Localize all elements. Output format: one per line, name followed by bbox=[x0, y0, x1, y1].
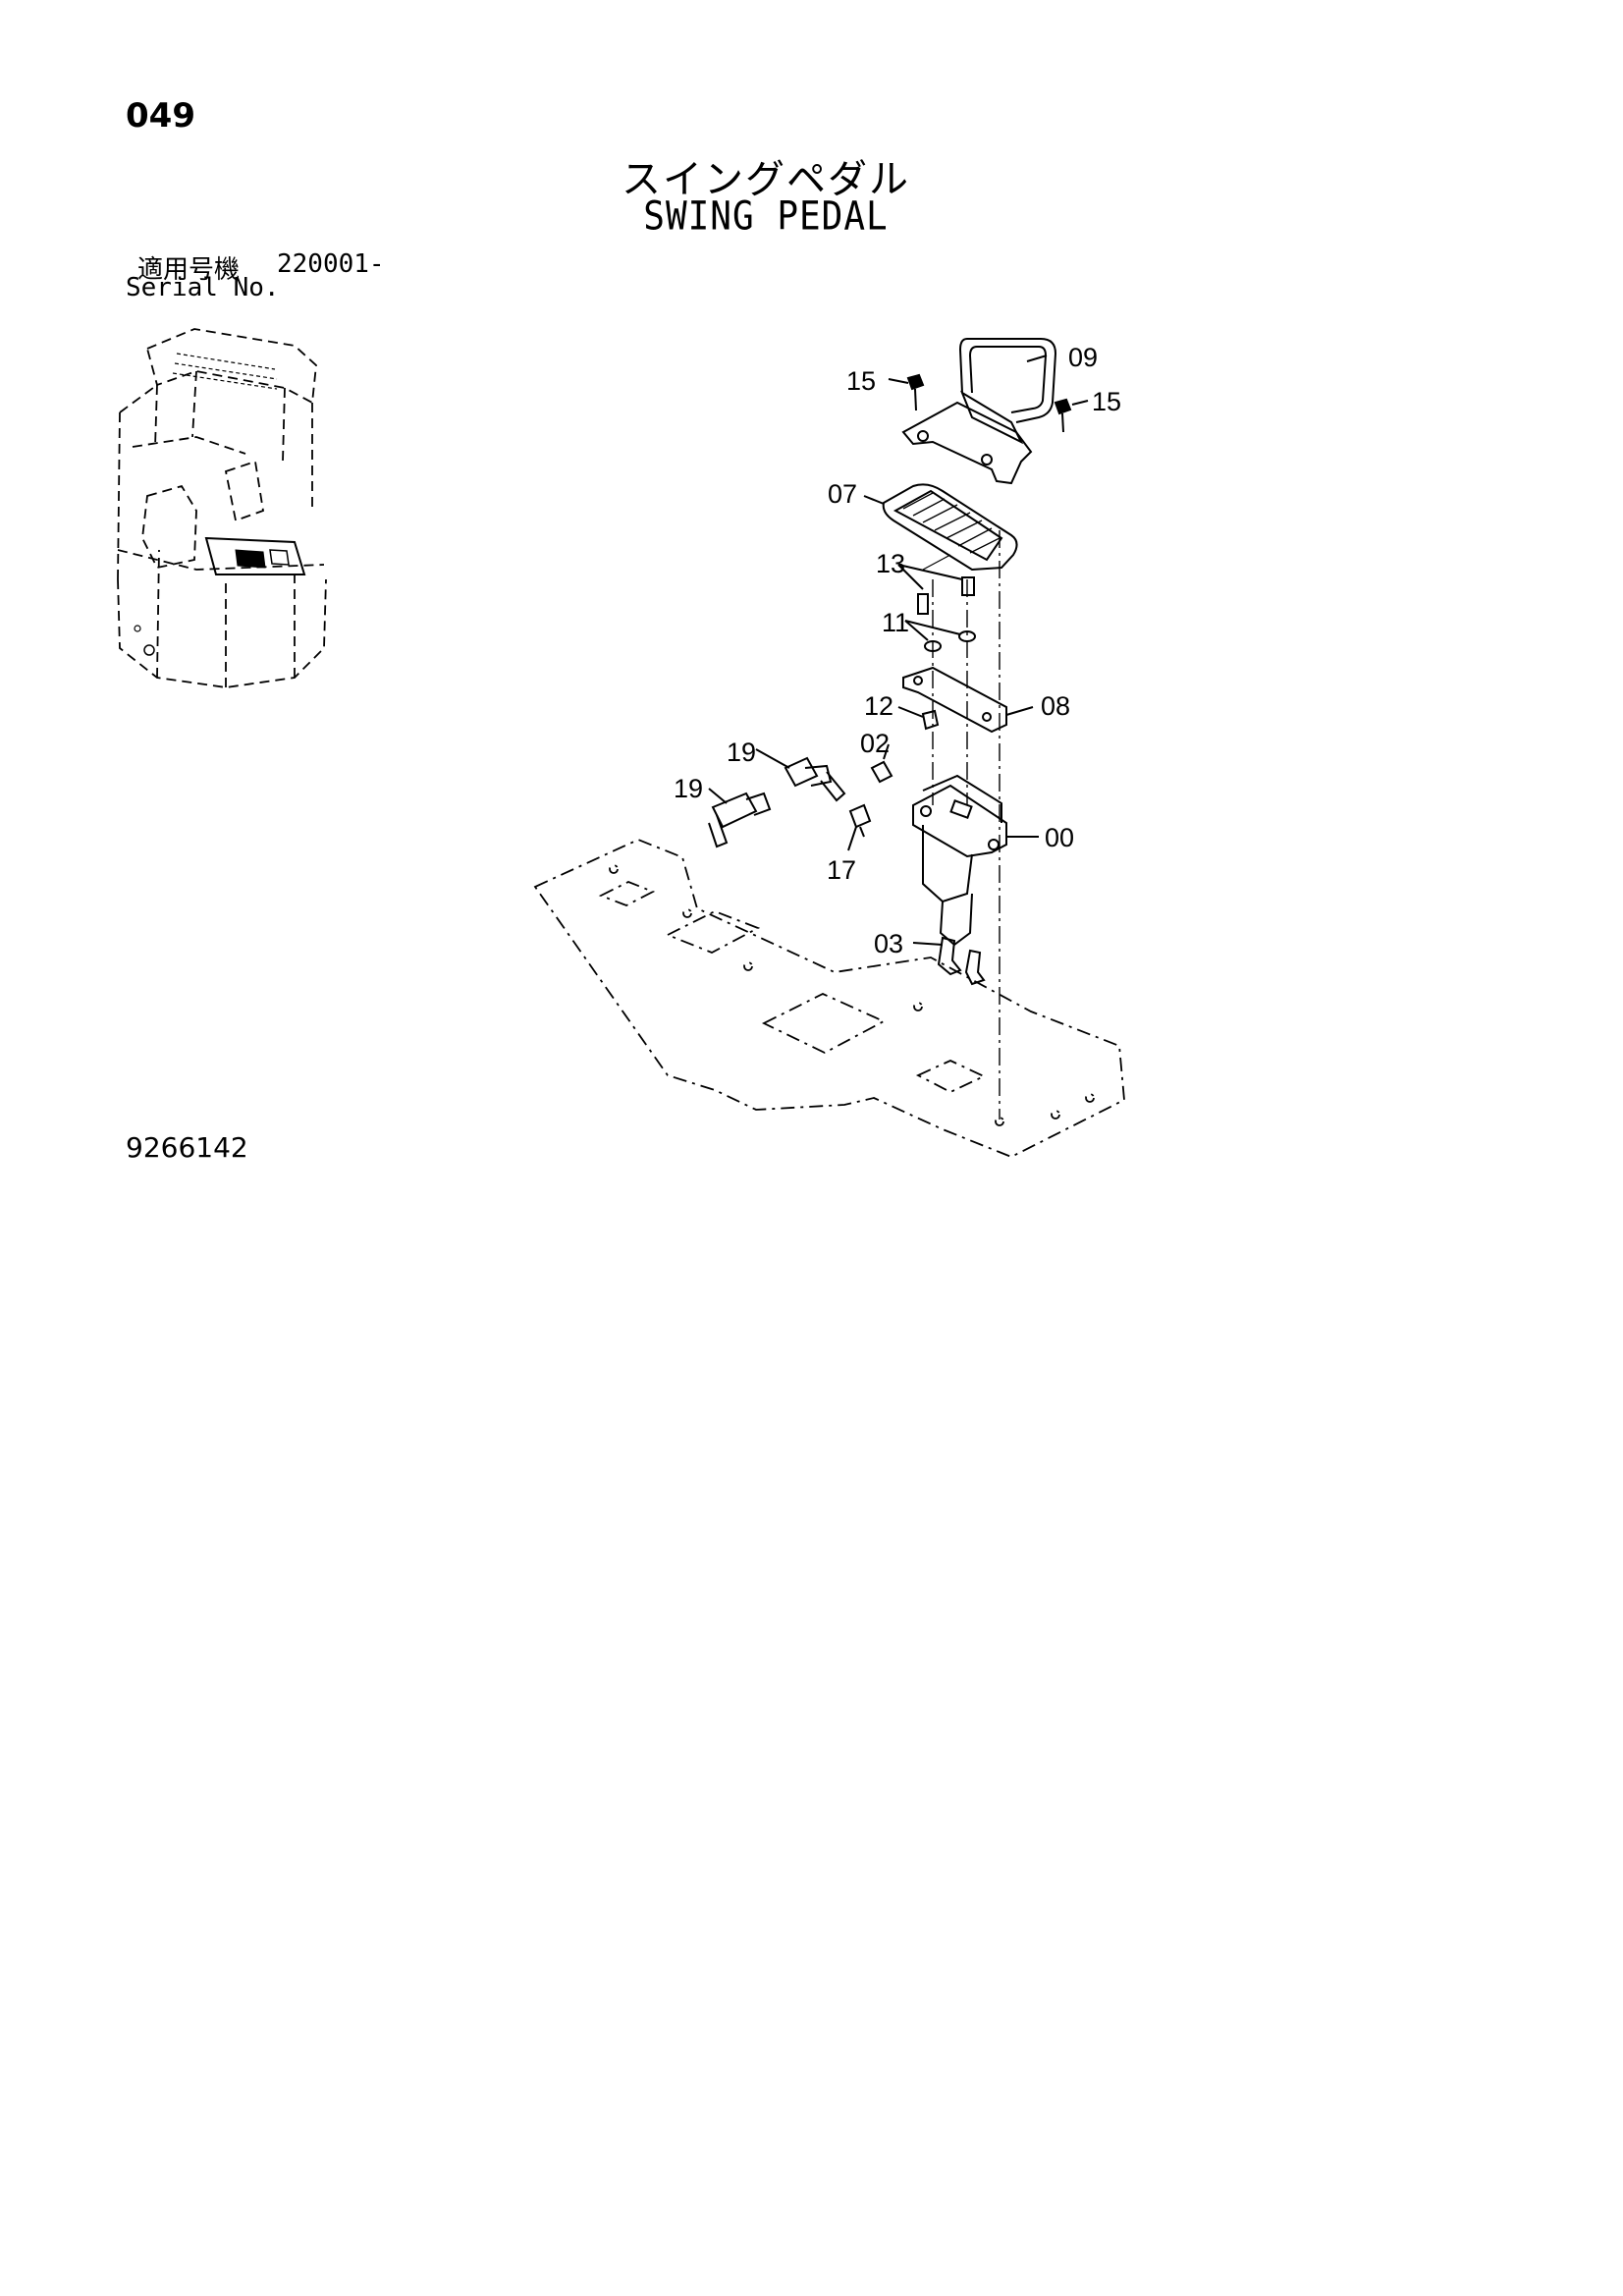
callout-12: 12 bbox=[864, 691, 893, 721]
part-03-elbows bbox=[912, 936, 986, 986]
serial-label-english: Serial No. bbox=[126, 273, 280, 302]
serial-label-japanese: 適用号機 bbox=[137, 255, 241, 285]
part-13-screws bbox=[897, 554, 975, 615]
drawing-number: 9266142 bbox=[126, 1131, 248, 1164]
cab-overview-inset bbox=[117, 328, 327, 688]
part-19-fitting-upper bbox=[755, 748, 846, 802]
floor-plate bbox=[533, 839, 1125, 1158]
callout-02: 02 bbox=[860, 729, 890, 758]
callout-15-right: 15 bbox=[1092, 387, 1121, 416]
part-07-pedal bbox=[863, 483, 1018, 572]
title-japanese: スイングペダル bbox=[622, 157, 910, 202]
callout-19-upper: 19 bbox=[727, 738, 756, 767]
callout-15-left: 15 bbox=[846, 366, 876, 396]
callout-09: 09 bbox=[1068, 343, 1098, 372]
title-english: SWING PEDAL bbox=[643, 193, 889, 240]
callout-19-lower: 19 bbox=[674, 774, 703, 803]
part-15-bolt-right bbox=[1054, 398, 1089, 433]
serial-range: 220001- bbox=[277, 249, 385, 279]
callout-17: 17 bbox=[827, 855, 856, 885]
part-12-bolt bbox=[897, 706, 940, 731]
callout-13: 13 bbox=[876, 549, 905, 578]
part-00-pedal-valve bbox=[912, 774, 1039, 947]
part-11-washers bbox=[904, 620, 976, 652]
part-17-fitting bbox=[847, 803, 872, 851]
part-02-fitting bbox=[870, 743, 893, 784]
part-19-fitting-lower bbox=[708, 788, 772, 848]
part-08-bracket bbox=[902, 666, 1034, 734]
callout-08: 08 bbox=[1041, 691, 1070, 721]
part-09-frame bbox=[901, 338, 1057, 485]
swing-pedal-assembly bbox=[533, 338, 1125, 1158]
callout-11: 11 bbox=[882, 608, 909, 637]
assembly-centerlines bbox=[932, 530, 1001, 1120]
callout-labels: 15 09 15 07 13 11 12 08 19 02 19 17 00 0… bbox=[674, 343, 1121, 958]
callout-03: 03 bbox=[874, 929, 903, 958]
callout-07: 07 bbox=[828, 479, 857, 509]
page-number: 049 bbox=[126, 96, 195, 136]
part-15-bolt-left bbox=[888, 373, 925, 411]
callout-00: 00 bbox=[1045, 823, 1074, 852]
